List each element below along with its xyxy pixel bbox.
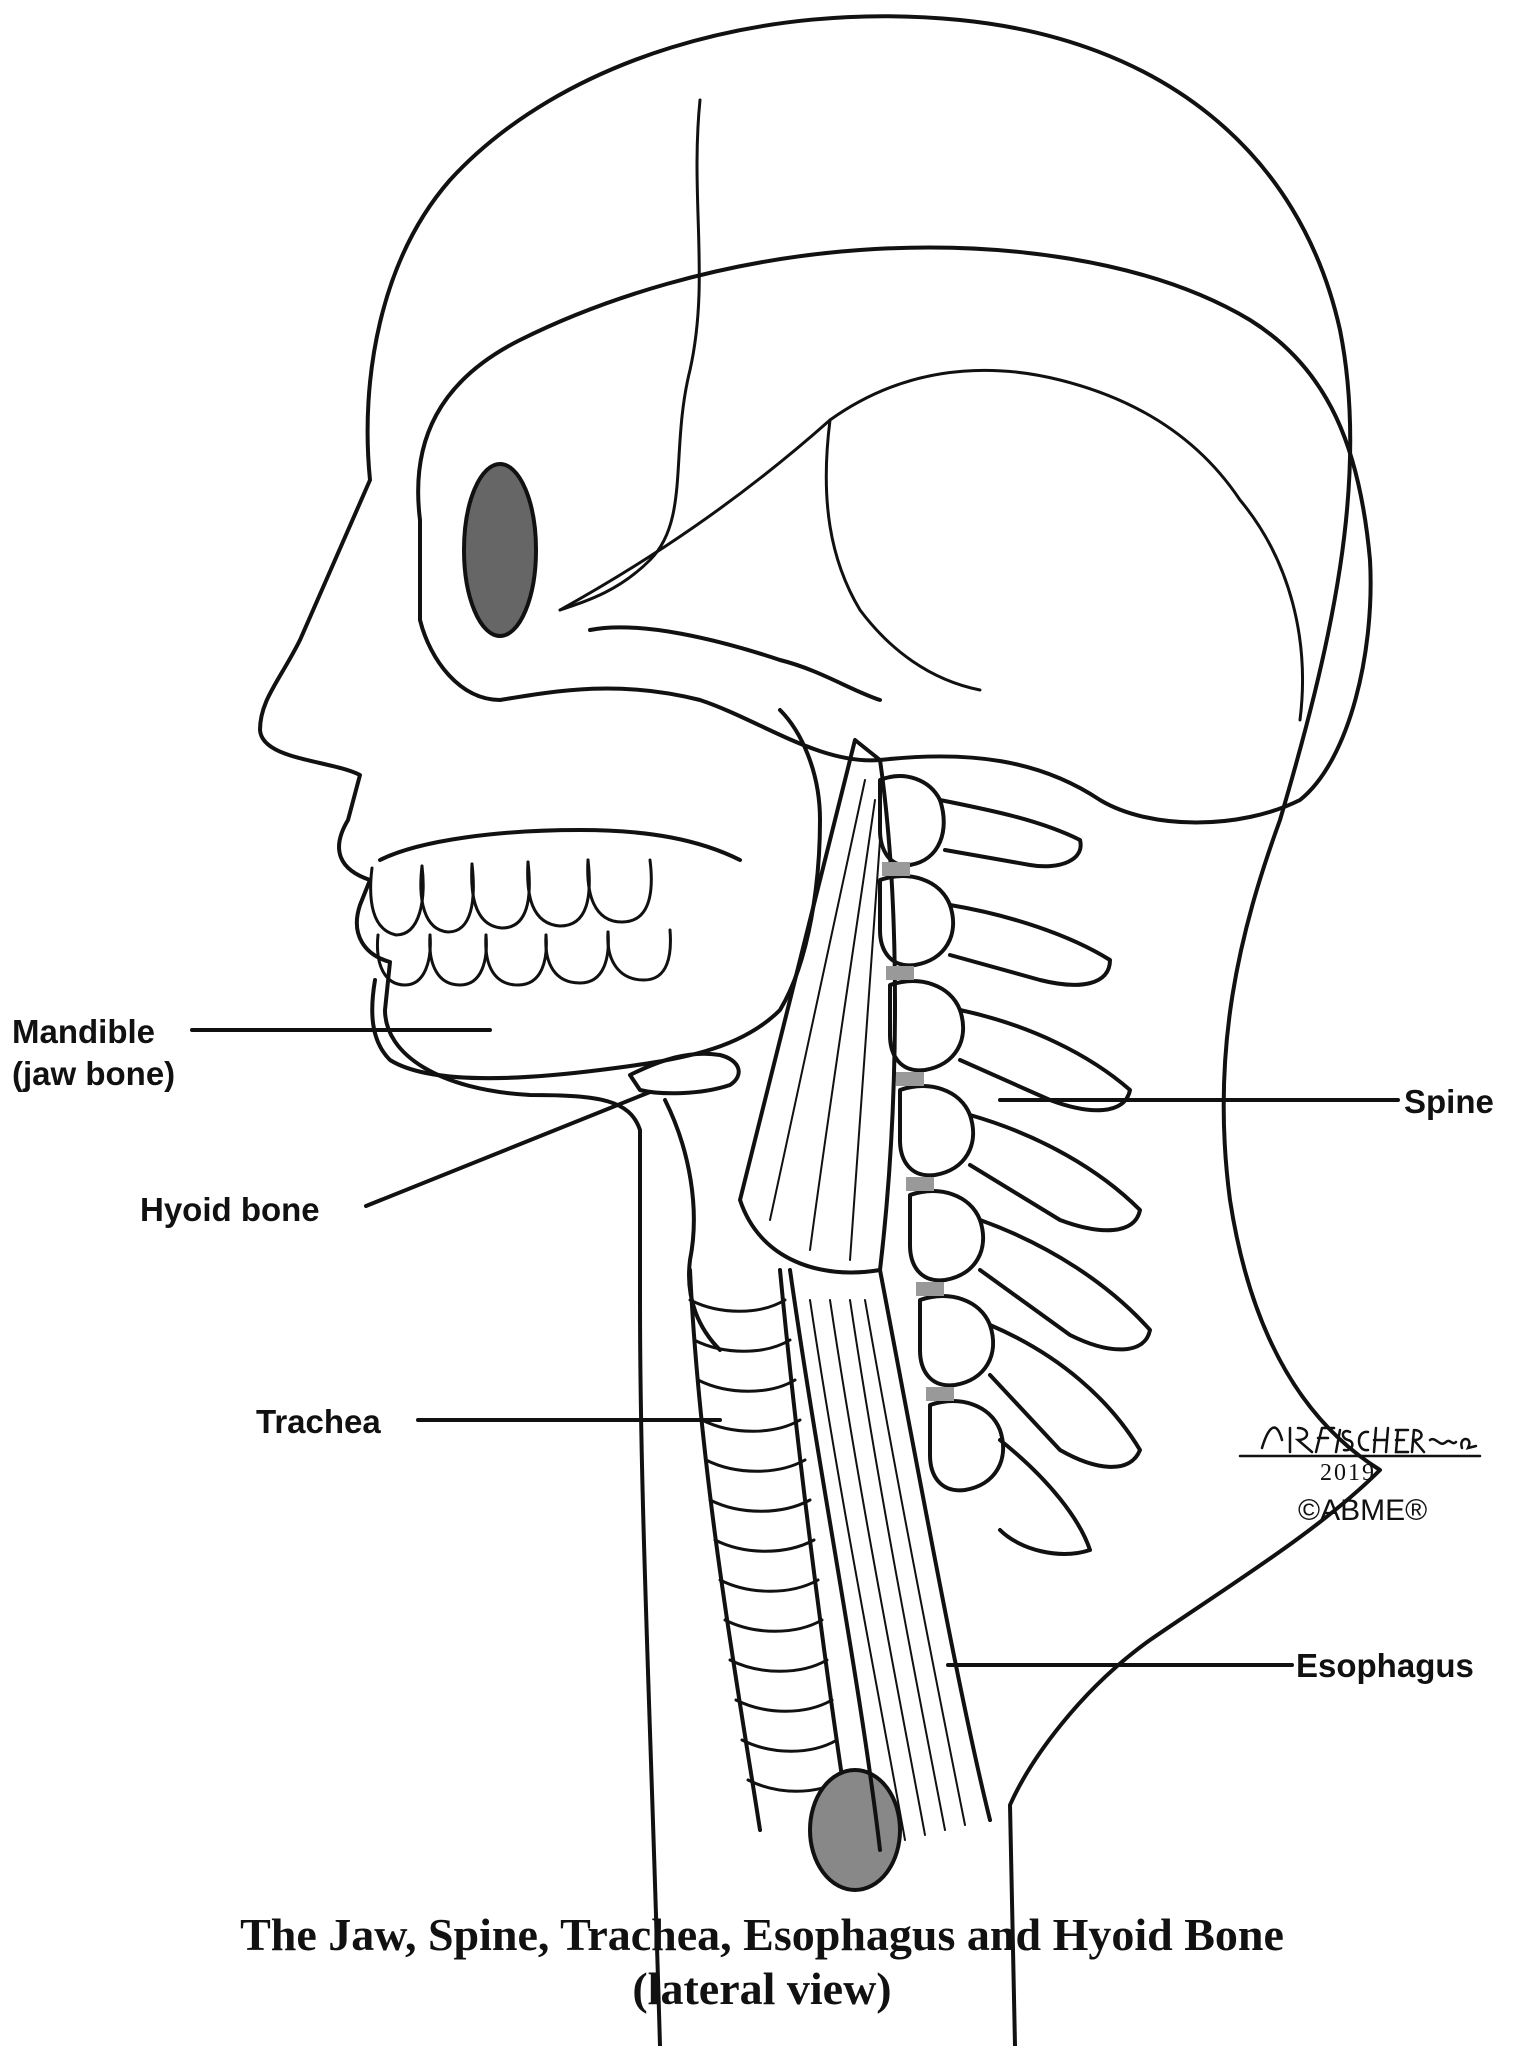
suture-squamous [824, 418, 982, 692]
cervical-spine [878, 774, 1152, 1556]
hyoid-label: Hyoid bone [140, 1191, 320, 1228]
zygomatic-arch [588, 625, 882, 702]
trachea-label: Trachea [256, 1403, 381, 1440]
intervertebral-discs [882, 862, 954, 1401]
mandible-sublabel: (jaw bone) [12, 1055, 176, 1092]
upper-teeth [369, 858, 653, 937]
trachea-rings [688, 1298, 844, 1793]
esophagus-back [878, 1268, 992, 1822]
mandible-label: Mandible [12, 1013, 156, 1050]
spine-label: Spine [1404, 1083, 1494, 1120]
neck-muscle [738, 738, 897, 1275]
suture-coronal [558, 98, 702, 612]
trachea-opening [808, 1768, 902, 1892]
suture-lambdoid [558, 368, 1304, 722]
esophagus-front [788, 1268, 882, 1852]
esophagus-striations [809, 1299, 966, 1841]
esophagus-label: Esophagus [1296, 1647, 1474, 1684]
artist-signature [1238, 1426, 1482, 1458]
caption-subtitle: (lateral view) [632, 1963, 892, 2014]
cranium [416, 245, 1373, 825]
muscle-striations [769, 779, 881, 1261]
copyright-mark: ©ABME® [1298, 1494, 1428, 1527]
eye-orbit [462, 462, 538, 638]
caption-title: The Jaw, Spine, Trachea, Esophagus and H… [240, 1909, 1284, 1960]
head-outline [258, 14, 1382, 2046]
larynx [663, 1098, 722, 1352]
maxilla [378, 828, 742, 862]
mandible-bone [370, 708, 822, 1081]
lower-teeth [375, 928, 672, 987]
hyoid-bone [628, 1051, 741, 1096]
hyoid-leader [364, 1090, 652, 1208]
signature-year: 2019 [1320, 1460, 1376, 1486]
